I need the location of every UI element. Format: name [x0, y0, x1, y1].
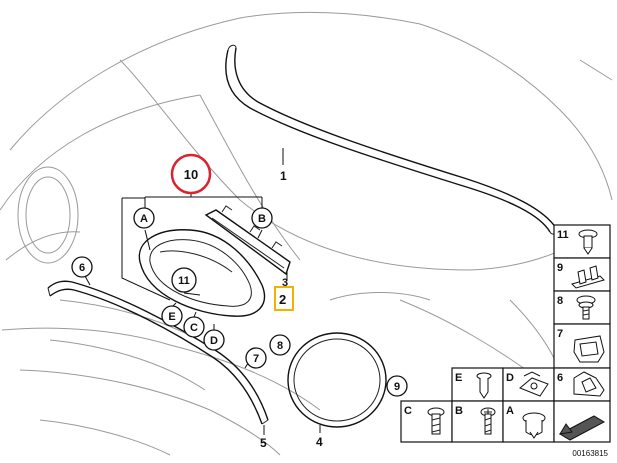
fastener-label-8: 8	[557, 295, 563, 307]
callout-label-A: A	[140, 213, 148, 225]
fastener-label-A: A	[506, 405, 514, 417]
callout-label-D: D	[210, 335, 218, 347]
arrow-symbol-icon	[558, 415, 606, 441]
callout-7: 7	[245, 347, 267, 369]
callout-label-7: 7	[253, 353, 259, 365]
fastener-label-9: 9	[557, 262, 563, 274]
hood-seal-strip	[225, 44, 557, 235]
diagram-id-label: 00163815	[572, 449, 608, 458]
callout-label-11: 11	[178, 275, 190, 287]
leader-lines	[84, 148, 392, 435]
callout-label-1: 1	[280, 169, 287, 183]
callout-11: 11	[171, 267, 197, 293]
callout-E: E	[161, 305, 183, 327]
callout-B-top: B	[251, 207, 273, 229]
fastener-label-C: C	[404, 405, 412, 417]
callout-label-9: 9	[394, 381, 400, 393]
fastener-cell-B	[451, 400, 504, 443]
callout-label-2: 2	[279, 292, 286, 307]
callout-C: C	[183, 316, 205, 338]
fastener-label-E: E	[455, 372, 462, 384]
callout-6: 6	[71, 256, 93, 278]
light-bar-part	[204, 205, 291, 276]
clip-strip-icon	[571, 265, 605, 289]
callout-label-B: B	[258, 213, 266, 225]
callout-9: 9	[386, 375, 408, 397]
fastener-label-7: 7	[557, 328, 563, 340]
grille-trim-strip	[47, 280, 269, 425]
phillips-screw-icon	[480, 407, 496, 435]
spring-nut-icon	[519, 371, 549, 397]
push-rivet-icon	[578, 229, 598, 255]
grommet-icon	[522, 412, 546, 439]
callout-label-3: 3	[282, 277, 288, 289]
trim-handle-part	[138, 229, 266, 317]
callout-10-highlight-circle	[170, 153, 212, 195]
torx-screw-icon	[427, 407, 445, 435]
callout-8: 8	[269, 334, 291, 356]
callout-label-C: C	[190, 322, 198, 334]
callout-D: D	[203, 329, 225, 351]
fastener-label-B: B	[455, 405, 463, 417]
callout-2-highlight-box	[274, 286, 294, 311]
fastener-table: 11 9 8 7 6 E D C B A	[400, 224, 611, 443]
screw-washer-icon	[576, 295, 596, 320]
callout-label-5: 5	[260, 436, 267, 450]
callout-label-10: 10	[184, 167, 198, 182]
callout-label-8: 8	[277, 340, 283, 352]
callout-A-top: A	[133, 207, 155, 229]
callout-label-E: E	[168, 311, 175, 323]
clip-nut-icon	[573, 335, 605, 363]
callout-label-6: 6	[79, 262, 85, 274]
callout-label-4: 4	[316, 435, 323, 449]
retaining-clip-icon	[573, 371, 605, 397]
fastener-label-11: 11	[557, 229, 569, 241]
fastener-label-D: D	[506, 372, 514, 384]
headlight-ring-part	[287, 332, 387, 428]
expanding-rivet-icon	[476, 372, 492, 399]
fastener-label-6: 6	[557, 372, 563, 384]
